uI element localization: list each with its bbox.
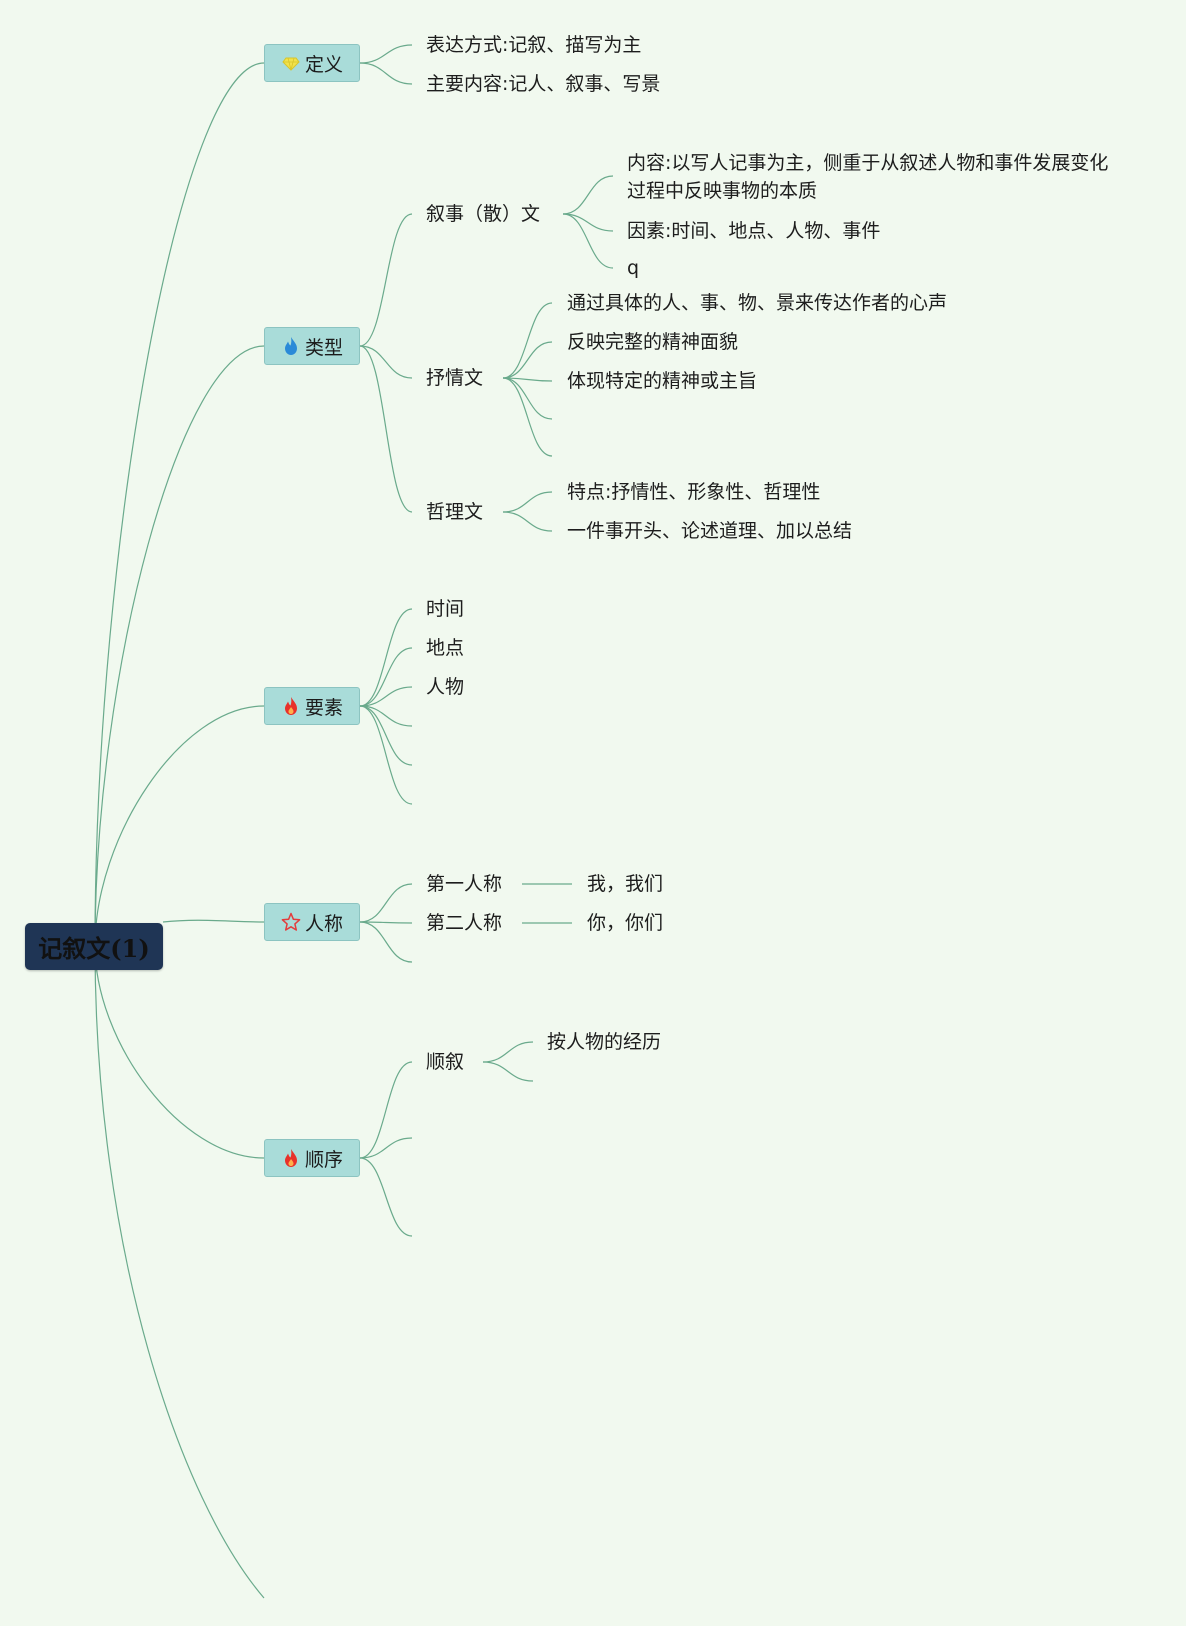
branch-label: 类型: [304, 336, 343, 359]
blue-flame-icon: [281, 336, 301, 356]
connector-line: [359, 705, 413, 727]
red-flame-icon: [281, 1148, 301, 1168]
element-place[interactable]: 地点: [426, 637, 465, 659]
connector-line: [502, 511, 553, 532]
connector-line: [359, 608, 413, 707]
connector-line: [502, 377, 553, 420]
element-time[interactable]: 时间: [426, 598, 465, 620]
root-node[interactable]: 记叙文(1): [25, 923, 163, 970]
person-first-value[interactable]: 我，我们: [587, 873, 664, 895]
connector-line: [359, 1061, 413, 1159]
connector-line: [482, 1061, 534, 1082]
branch-label: 人称: [304, 912, 343, 935]
connector-line: [359, 883, 413, 923]
branch-label: 要素: [304, 696, 343, 719]
connector-line: [502, 491, 553, 513]
connector-line: [359, 44, 413, 64]
root-to-order: [94, 945, 265, 1159]
red-flame-icon: [281, 696, 301, 716]
root-title: 记叙文(1): [38, 934, 150, 963]
connector-line: [359, 62, 413, 85]
branch-person[interactable]: 人称: [264, 903, 360, 941]
connector-line: [359, 1137, 413, 1159]
connector-line: [562, 175, 614, 215]
star-icon: [281, 912, 301, 932]
connector-line: [502, 341, 553, 379]
branch-label: 定义: [304, 53, 343, 76]
root-to-elements: [94, 705, 265, 947]
type-lyric[interactable]: 抒情文: [426, 367, 484, 389]
person-first[interactable]: 第一人称: [426, 873, 503, 895]
branch-label: 顺序: [304, 1148, 343, 1171]
lyric-item-1[interactable]: 通过具体的人、事、物、景来传达作者的心声: [567, 292, 948, 314]
connector-line: [359, 705, 413, 766]
connector-line: [359, 345, 413, 379]
connector-line: [359, 921, 413, 924]
connector-line: [502, 377, 553, 457]
connector-line: [482, 1041, 534, 1063]
element-character[interactable]: 人物: [426, 676, 465, 698]
connector-line: [562, 213, 614, 232]
branch-order[interactable]: 顺序: [264, 1139, 360, 1177]
chronological-item-1[interactable]: 按人物的经历: [547, 1031, 662, 1053]
connector-line: [502, 302, 553, 379]
connector-line: [359, 1157, 413, 1237]
order-chronological[interactable]: 顺叙: [426, 1051, 465, 1073]
gem-icon: [281, 53, 301, 73]
connector-line: [359, 345, 413, 513]
person-second[interactable]: 第二人称: [426, 912, 503, 934]
definition-item-2[interactable]: 主要内容:记人、叙事、写景: [426, 73, 661, 95]
connector-line: [562, 213, 614, 269]
lyric-item-2[interactable]: 反映完整的精神面貌: [567, 331, 739, 353]
connector-line: [502, 377, 553, 382]
root-to-person: [162, 919, 265, 923]
connector-line: [359, 921, 413, 963]
root-to-empty-branch: [94, 945, 265, 1599]
branch-definition[interactable]: 定义: [264, 44, 360, 82]
narrative-content[interactable]: 内容:以写人记事为主，侧重于从叙述人物和事件发展变化过程中反映事物的本质: [627, 152, 1109, 202]
branch-types[interactable]: 类型: [264, 327, 360, 365]
branch-elements[interactable]: 要素: [264, 687, 360, 725]
connector-line: [359, 647, 413, 707]
lyric-item-3[interactable]: 体现特定的精神或主旨: [567, 370, 758, 392]
definition-item-1[interactable]: 表达方式:记叙、描写为主: [426, 34, 642, 56]
philosophy-item-2[interactable]: 一件事开头、论述道理、加以总结: [567, 520, 853, 542]
type-philosophy[interactable]: 哲理文: [426, 501, 484, 523]
connector-line: [359, 705, 413, 805]
connector-line: [359, 686, 413, 707]
narrative-q[interactable]: q: [627, 257, 640, 279]
root-to-definition: [94, 62, 265, 947]
type-narrative[interactable]: 叙事（散）文: [426, 203, 541, 225]
narrative-factors[interactable]: 因素:时间、地点、人物、事件: [627, 220, 881, 242]
person-second-value[interactable]: 你，你们: [587, 912, 664, 934]
philosophy-item-1[interactable]: 特点:抒情性、形象性、哲理性: [567, 481, 821, 503]
connector-line: [359, 213, 413, 347]
root-to-types: [94, 345, 265, 947]
